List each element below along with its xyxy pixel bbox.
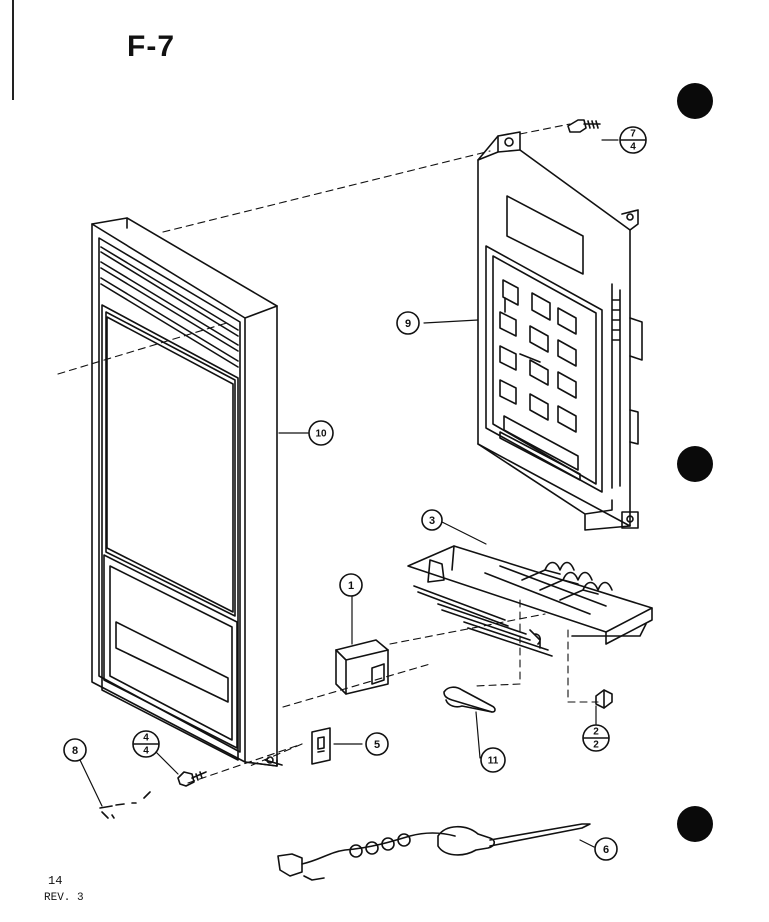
callout-1-circle [339, 573, 363, 597]
callout-3-circle [421, 509, 443, 531]
page-number: 14 [48, 874, 63, 888]
switch-assembly-part [407, 545, 653, 657]
bracket-part [311, 727, 331, 765]
spring-clip-part [443, 686, 496, 713]
callout-fraction-2-2-num: 2 [593, 727, 599, 738]
callout-fraction-4-4-circle [132, 730, 160, 758]
callout-fraction-2-2-den: 2 [593, 740, 599, 751]
callout-11-circle [480, 747, 506, 773]
wire-harness-part [277, 823, 591, 881]
callout-10-circle [308, 420, 334, 446]
screw-right [595, 689, 613, 709]
alignment-lines [57, 123, 599, 784]
callout-11-label: 11 [488, 756, 499, 767]
screw-top [567, 119, 601, 133]
binder-hole-middle [677, 446, 713, 482]
callout-6-label: 6 [603, 844, 609, 856]
callout-6-circle [594, 837, 618, 861]
callout-fraction-4-4-den: 4 [143, 746, 149, 757]
callout-fraction-2-2-circle [582, 724, 610, 752]
callout-5-label: 5 [374, 739, 380, 751]
callout-fraction-7-4-den: 4 [630, 142, 636, 153]
callout-8-label: 8 [72, 745, 78, 757]
latch-part [335, 639, 389, 695]
callout-9-circle [396, 311, 420, 335]
callout-3-label: 3 [429, 515, 435, 527]
left-margin-rule [12, 0, 14, 100]
callout-10-label: 10 [315, 429, 327, 440]
callout-8-circle [63, 738, 87, 762]
leader-lines [79, 139, 619, 848]
callout-5-circle [365, 732, 389, 756]
callout-fraction-4-4-num: 4 [143, 733, 149, 744]
callouts [63, 126, 647, 861]
revision-label: REV. 3 [44, 892, 84, 904]
figure-title: F-7 [127, 30, 175, 63]
door-frame-part [91, 217, 283, 767]
door-pin-part [99, 791, 151, 819]
callout-fraction-7-4-circle [619, 126, 647, 154]
callout-1-label: 1 [348, 580, 354, 592]
binder-hole-top [677, 83, 713, 119]
callout-fraction-7-4-num: 7 [630, 129, 636, 140]
screw-left [177, 771, 207, 787]
control-panel-part [477, 131, 643, 531]
binder-hole-bottom [677, 806, 713, 842]
callout-9-label: 9 [405, 318, 411, 330]
